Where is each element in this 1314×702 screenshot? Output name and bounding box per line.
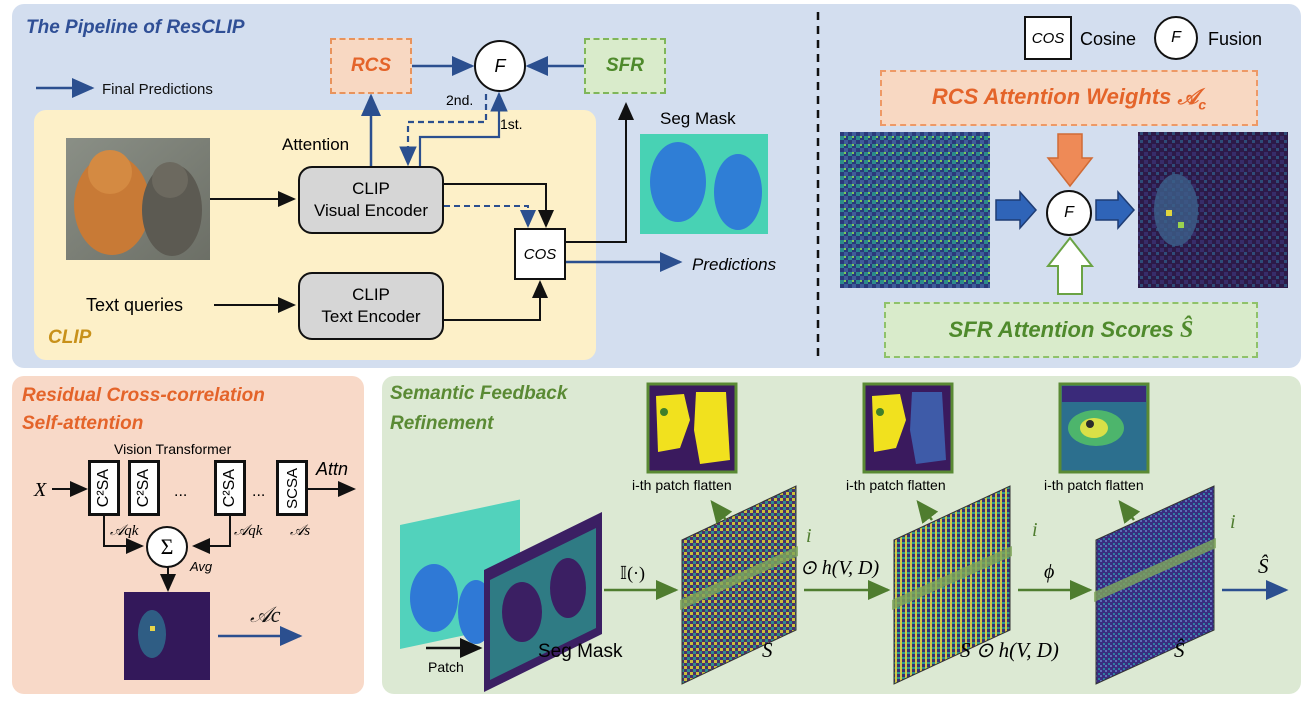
visual-encoder-box: CLIP Visual Encoder bbox=[298, 166, 444, 234]
sfr-label: SFR bbox=[606, 55, 644, 76]
s-hat-output-label: Ŝ bbox=[1258, 554, 1269, 578]
scsa-block-label: SCSA bbox=[283, 467, 301, 509]
aqk-label-1: 𝒜qk bbox=[110, 523, 139, 539]
rcs-attention-weights-label: RCS Attention Weights 𝒜c bbox=[932, 84, 1206, 112]
s-hat-matrix-label: Ŝ bbox=[1174, 638, 1185, 662]
seg-mask-label: Seg Mask bbox=[660, 109, 736, 128]
attention-label: Attention bbox=[282, 135, 350, 154]
attn-output-label: Attn bbox=[316, 459, 349, 479]
rcs-panel-title-2: Self-attention bbox=[22, 413, 144, 434]
phi-label: ϕ bbox=[1044, 561, 1055, 583]
sfr-attention-scores-box: SFR Attention Scores Ŝ bbox=[884, 302, 1258, 358]
as-label: 𝒜s bbox=[290, 523, 311, 539]
visual-encoder-line2: Visual Encoder bbox=[313, 201, 429, 220]
sfr-panel-title-1: Semantic Feedback bbox=[390, 383, 568, 404]
vision-transformer-label: Vision Transformer bbox=[114, 441, 232, 457]
seg-mask-bottom-label: Seg Mask bbox=[538, 641, 623, 662]
text-queries-label: Text queries bbox=[86, 295, 184, 315]
fusion-center-node: F bbox=[1046, 190, 1092, 236]
input-x: X bbox=[34, 479, 47, 501]
rcs-panel-title-1: Residual Cross-correlation bbox=[22, 385, 265, 406]
c2sa-block-2: C²SA bbox=[128, 460, 160, 516]
aqk-label-2: 𝒜qk bbox=[234, 523, 263, 539]
sfr-scores-symbol: Ŝ bbox=[1180, 316, 1194, 343]
sfr-module-box: SFR bbox=[584, 38, 666, 94]
scsa-block: SCSA bbox=[276, 460, 308, 516]
rcs-label: RCS bbox=[350, 55, 392, 76]
i-label-3: i bbox=[1230, 511, 1236, 533]
fusion-legend-text: Fusion bbox=[1208, 29, 1263, 49]
rcs-weights-symbol: 𝒜 bbox=[1177, 83, 1199, 109]
sfr-panel-title-2: Refinement bbox=[390, 413, 494, 434]
rcs-weights-sub: c bbox=[1198, 96, 1207, 113]
cosine-legend-text: Cosine bbox=[1080, 29, 1137, 49]
ellipsis-2: ... bbox=[252, 483, 266, 500]
sfr-scores-text: SFR Attention Scores bbox=[948, 316, 1174, 342]
c2sa-block-3-label: C²SA bbox=[221, 468, 238, 508]
pipeline-title: The Pipeline of ResCLIP bbox=[26, 17, 245, 38]
patch-flatten-label-1: i-th patch flatten bbox=[632, 477, 732, 493]
text-encoder-box: CLIP Text Encoder bbox=[298, 272, 444, 340]
second-pass-label: 2nd. bbox=[446, 92, 474, 108]
clip-region-label: CLIP bbox=[48, 327, 92, 348]
first-pass-label: 1st. bbox=[500, 116, 523, 132]
rcs-attention-weights-box: RCS Attention Weights 𝒜c bbox=[880, 70, 1258, 126]
odot-h-label: ⊙ h(V, D) bbox=[800, 557, 880, 579]
avg-label: Avg bbox=[190, 559, 213, 574]
patch-flatten-label-2: i-th patch flatten bbox=[846, 477, 946, 493]
c2sa-block-1: C²SA bbox=[88, 460, 120, 516]
rcs-weights-text: RCS Attention Weights bbox=[931, 83, 1172, 109]
c2sa-block-3: C²SA bbox=[214, 460, 246, 516]
s-matrix-label: S bbox=[762, 638, 773, 662]
final-predictions-legend: Final Predictions bbox=[102, 81, 213, 98]
text-encoder-line1: CLIP bbox=[352, 284, 390, 304]
fusion-symbol: F bbox=[494, 55, 506, 76]
fusion-legend-symbol: F bbox=[1171, 29, 1181, 46]
sum-symbol: Σ bbox=[160, 534, 174, 559]
patch-flatten-label-3: i-th patch flatten bbox=[1044, 477, 1144, 493]
i-label-1: i bbox=[806, 525, 812, 547]
cos-box: COS bbox=[514, 228, 566, 280]
cos-legend-symbol: COS bbox=[1031, 29, 1065, 47]
c2sa-block-2-label: C²SA bbox=[135, 468, 152, 508]
i-label-2: i bbox=[1032, 519, 1038, 541]
predictions-label: Predictions bbox=[692, 255, 777, 274]
indicator-function-label: 𝕀(·) bbox=[620, 563, 646, 583]
ellipsis-1: ... bbox=[174, 483, 188, 500]
fusion-node: F bbox=[474, 40, 526, 92]
sfr-attention-scores-label: SFR Attention Scores Ŝ bbox=[949, 317, 1194, 344]
fusion-legend-circle: F bbox=[1154, 16, 1198, 60]
sum-node: Σ bbox=[146, 526, 188, 568]
visual-encoder-line1: CLIP bbox=[352, 178, 390, 198]
rcs-module-box: RCS bbox=[330, 38, 412, 94]
patch-label: Patch bbox=[428, 659, 464, 675]
c2sa-block-1-label: C²SA bbox=[95, 468, 112, 508]
cos-legend-box: COS bbox=[1024, 16, 1072, 60]
fusion-center-symbol: F bbox=[1064, 204, 1074, 221]
text-encoder-line2: Text Encoder bbox=[321, 307, 421, 326]
ac-output-label: 𝒜c bbox=[250, 602, 281, 627]
s-odot-matrix-label: S ⊙ h(V, D) bbox=[960, 638, 1059, 662]
cos-label: COS bbox=[523, 245, 557, 263]
